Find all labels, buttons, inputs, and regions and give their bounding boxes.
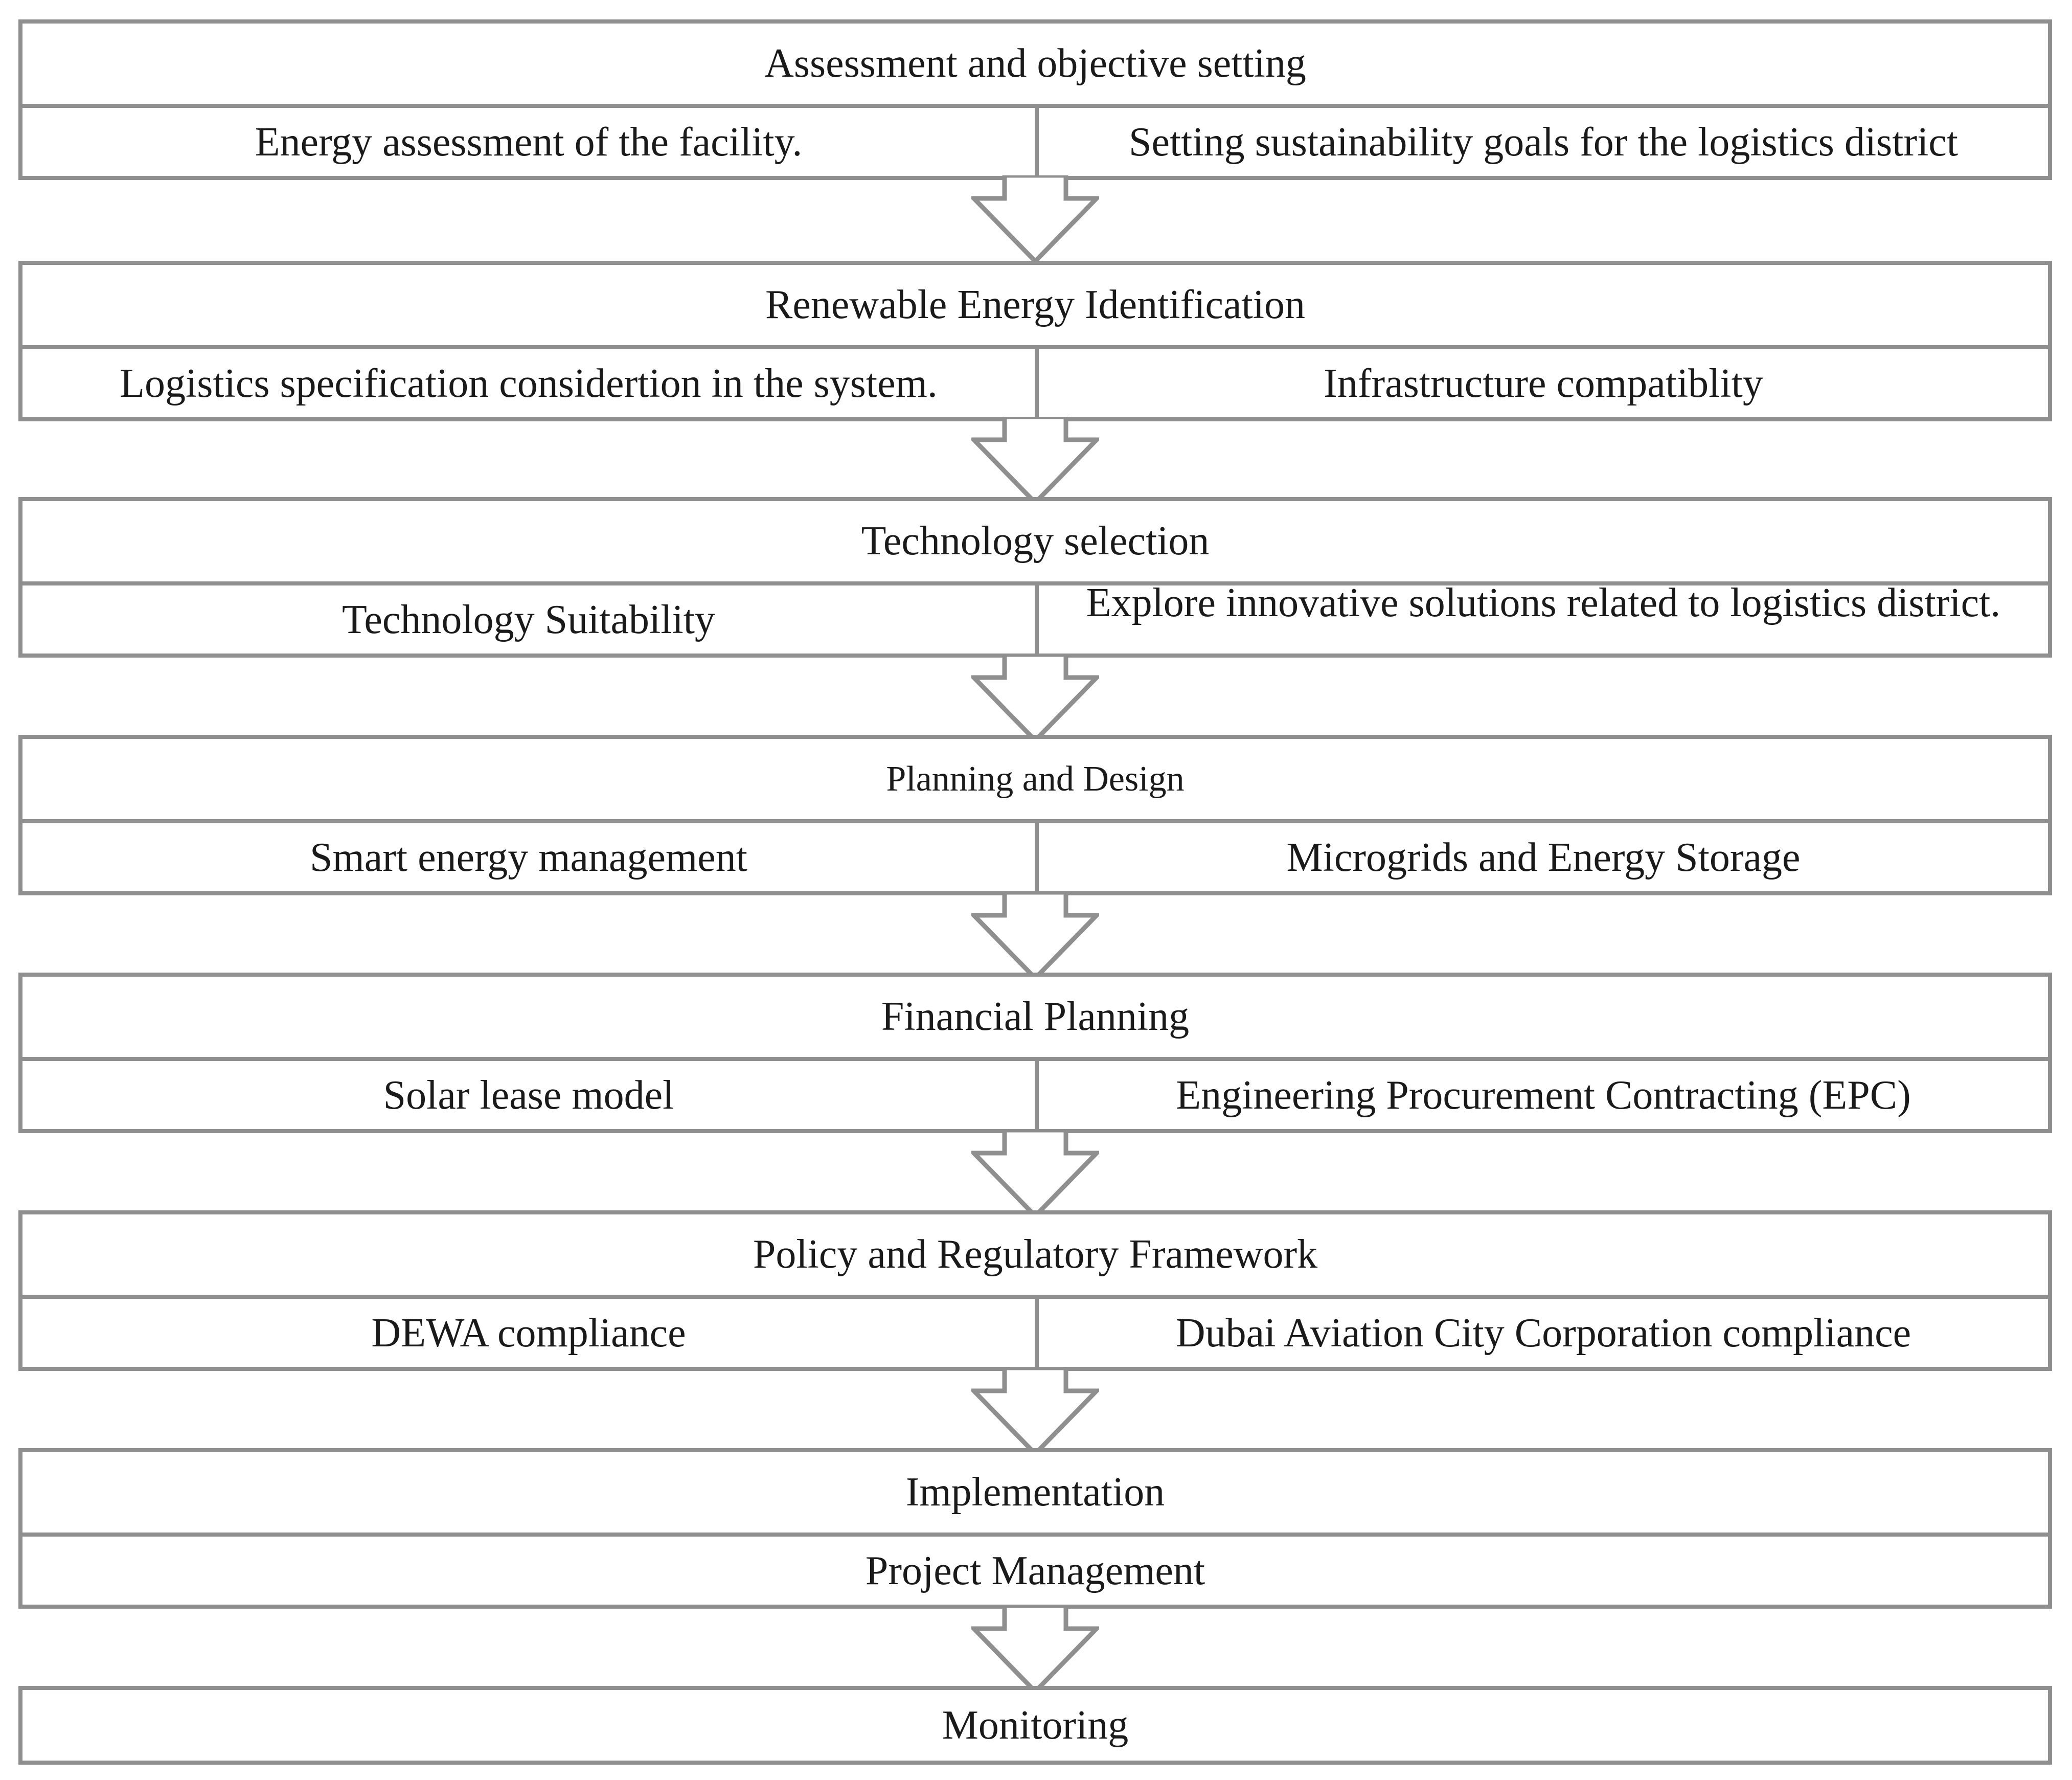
stage-title: Assessment and objective setting	[764, 41, 1306, 86]
stage-items: Project Management	[22, 1533, 2048, 1605]
stage-item: Technology Suitability	[22, 585, 1039, 654]
stage-title: Technology selection	[861, 519, 1210, 564]
down-arrow-icon	[971, 1368, 1099, 1457]
stage-title: Planning and Design	[886, 759, 1185, 799]
stage-items: Solar lease model Engineering Procuremen…	[22, 1057, 2048, 1129]
down-arrow-icon	[971, 1130, 1099, 1220]
stage-title: Renewable Energy Identification	[765, 282, 1305, 327]
stage-renewable-identification: Renewable Energy Identification Logistic…	[18, 261, 2052, 421]
stage-item: Microgrids and Energy Storage	[1286, 835, 1801, 880]
stage-items: Logistics specification considertion in …	[22, 345, 2048, 417]
stage-planning-design: Planning and Design Smart energy managem…	[18, 735, 2052, 895]
down-arrow-icon	[971, 175, 1099, 265]
stage-assessment: Assessment and objective setting Energy …	[18, 19, 2052, 180]
stage-item: Engineering Procurement Contracting (EPC…	[1176, 1072, 1911, 1118]
stage-policy-regulatory: Policy and Regulatory Framework DEWA com…	[18, 1210, 2052, 1371]
stage-item: Setting sustainability goals for the log…	[1128, 119, 1959, 165]
stage-title: Financial Planning	[881, 994, 1190, 1039]
stage-item: Project Management	[865, 1548, 1205, 1593]
down-arrow-icon	[971, 655, 1099, 744]
stage-title: Monitoring	[942, 1702, 1129, 1748]
stage-item: DEWA compliance	[22, 1299, 1039, 1367]
stage-item: Energy assessment of the facility.	[22, 108, 1039, 176]
stage-financial-planning: Financial Planning Solar lease model Eng…	[18, 973, 2052, 1133]
stage-implementation: Implementation Project Management	[18, 1448, 2052, 1609]
down-arrow-icon	[971, 417, 1099, 506]
stage-title: Implementation	[905, 1470, 1165, 1515]
down-arrow-icon	[971, 1606, 1099, 1695]
stage-items: Energy assessment of the facility. Setti…	[22, 104, 2048, 176]
stage-item: Smart energy management	[22, 823, 1039, 891]
down-arrow-icon	[971, 892, 1099, 982]
stage-item: Logistics specification considertion in …	[22, 349, 1039, 417]
stage-item: Solar lease model	[22, 1061, 1039, 1129]
stage-technology-selection: Technology selection Technology Suitabil…	[18, 497, 2052, 658]
stage-monitoring: Monitoring	[18, 1686, 2052, 1765]
stage-item: Explore innovative solutions related to …	[1086, 580, 2001, 625]
stage-items: DEWA compliance Dubai Aviation City Corp…	[22, 1295, 2048, 1367]
stage-items: Smart energy management Microgrids and E…	[22, 819, 2048, 891]
stage-item: Infrastructure compatiblity	[1324, 360, 1763, 406]
stage-items: Technology Suitability Explore innovativ…	[22, 580, 2048, 654]
stage-title: Policy and Regulatory Framework	[753, 1232, 1318, 1277]
stage-item: Dubai Aviation City Corporation complian…	[1175, 1310, 1911, 1356]
